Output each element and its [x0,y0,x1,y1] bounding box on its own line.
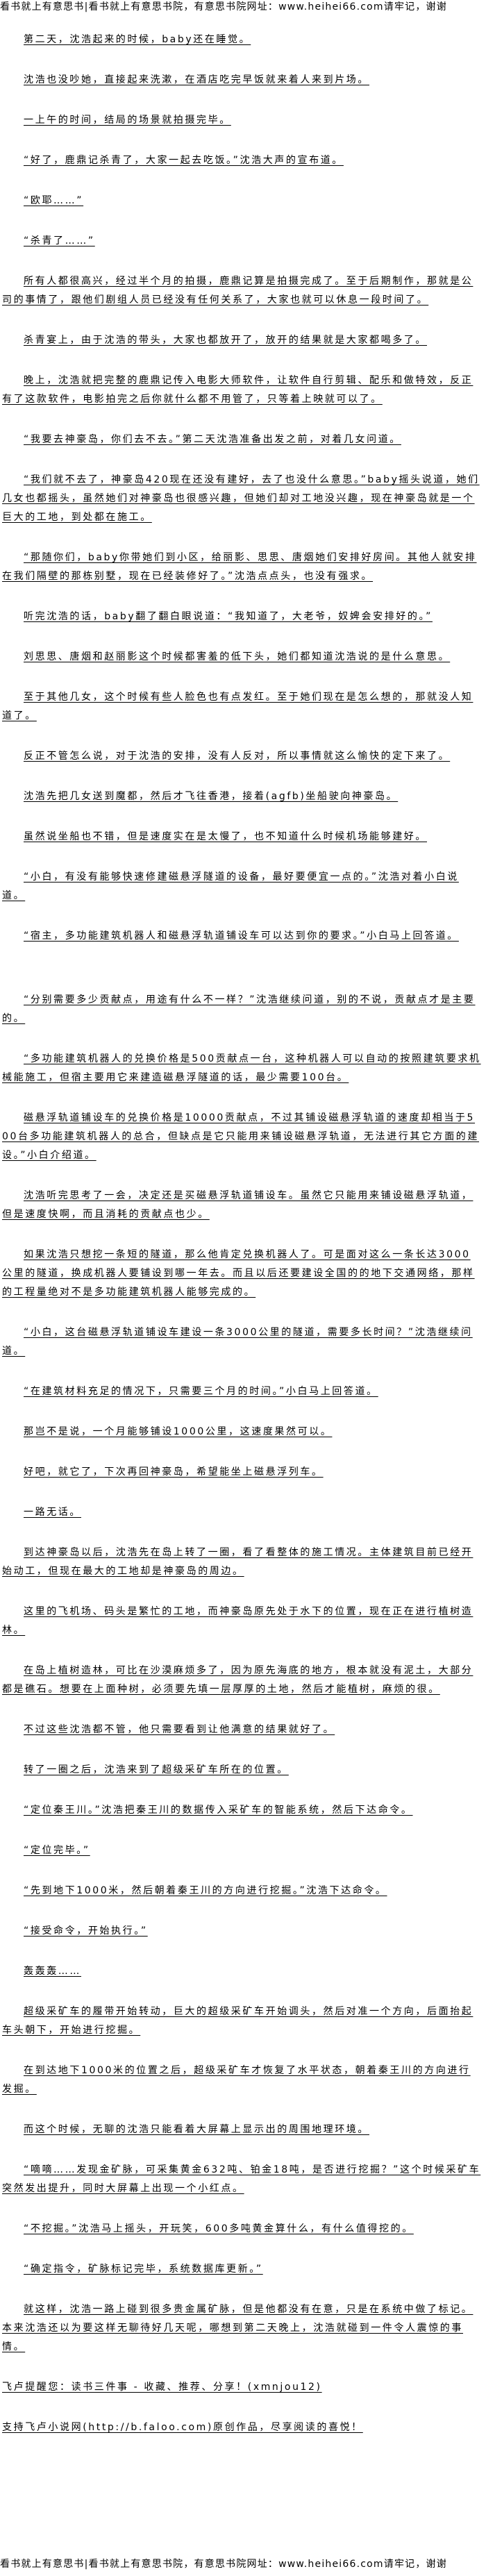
chapter-paragraph: “杀青了……” [24,235,95,246]
chapter-paragraph: “在建筑材料充足的情况下，只需要三个月的时间。”小白马上回答道。 [24,1386,378,1397]
chapter-paragraph: “我们就不去了，神豪岛420现在还没有建好，去了也没什么意思。”baby摇头说道… [2,474,480,523]
chapter-paragraph: 这里的飞机场、码头是繁忙的工地，而神豪岛原先处于水下的位置，现在正在进行植树造林… [2,1606,474,1636]
chapter-paragraph: “接受命令，开始执行。” [24,1925,148,1937]
chapter-paragraph: “分别需要多少贡献点，用途有什么不一样？”沈浩继续问道，别的不说，贡献点才是主要… [2,994,476,1024]
chapter-paragraph: “多功能建筑机器人的兑换价格是500贡献点一台，这种机器人可以自动的按照建筑要求… [2,1053,481,1083]
chapter-paragraph: 磁悬浮轨道铺设车的兑换价格是10000贡献点，不过其铺设磁悬浮轨道的速度却相当于… [2,1112,480,1161]
chapter-paragraph: “先到地下1000米，然后朝着秦王川的方向进行挖掘。”沈浩下达命令。 [24,1885,387,1896]
chapter-paragraph: 反正不管怎么说，对于沈浩的安排，没有人反对，所以事情就这么愉快的定下来了。 [24,751,451,762]
chapter-paragraph: 如果沈浩只想挖一条短的隧道，那么他肯定兑换机器人了。可是面对这么一条长达3000… [2,1249,475,1298]
chapter-paragraph: 沈浩也没吵她，直接起来洗漱，在酒店吃完早饭就来着人来到片场。 [24,74,369,85]
chapter-paragraph: “定位完毕。” [24,1845,90,1856]
chapter-paragraph: 到达神豪岛以后，沈浩先在岛上转了一圈，看了看整体的施工情况。主体建筑目前已经开始… [2,1547,474,1577]
chapter-paragraph: 轰轰轰…… [24,1966,81,1977]
chapter-paragraph: 沈浩先把几女送到魔都，然后才飞往香港，接着(agfb)坐船驶向神豪岛。 [24,791,399,802]
chapter-paragraph: “小白，这台磁悬浮轨道铺设车建设一条3000公里的隧道，需要多长时间？”沈浩继续… [2,1327,473,1357]
chapter-paragraph: 至于其他几女，这个时候有些人脸色也有点发红。至于她们现在是怎么想的，那就没人知道… [2,692,474,721]
chapter-paragraph: “定位秦王川。”沈浩把秦王川的数据传入采矿车的智能系统，然后下达命令。 [24,1805,413,1816]
chapter-paragraph: 虽然说坐船也不错，但是速度实在是太慢了，也不知道什么时候机场能够建好。 [24,831,427,842]
chapter-paragraph: 沈浩听完思考了一会，决定还是买磁悬浮轨道铺设车。虽然它只能用来铺设磁悬浮轨道，但… [2,1190,474,1220]
chapter-paragraph: 一上午的时间，结局的场景就拍摄完毕。 [24,115,231,126]
support-link[interactable]: 支持飞卢小说网(http://b.faloo.com)原创作品，尽享阅读的喜悦！ [2,2422,363,2433]
chapter-paragraph: 第二天，沈浩起来的时候，baby还在睡觉。 [24,34,251,45]
chapter-paragraph: 那岂不是说，一个月能够铺设1000公里，这速度果然可以。 [24,1426,333,1437]
chapter-paragraph: 好吧，就它了，下次再回神豪岛，希望能坐上磁悬浮列车。 [24,1466,324,1478]
chapter-paragraph: “好了，鹿鼎记杀青了，大家一起去吃饭。”沈浩大声的宣布道。 [24,155,344,166]
chapter-paragraph: 听完沈浩的话，baby翻了翻白眼说道：“我知道了，大老爷，奴婢会安排好的。” [24,611,433,622]
chapter-paragraph: “宿主，多功能建筑机器人和磁悬浮轨道铺设车可以达到你的要求。”小白马上回答道。 [24,930,459,942]
site-banner-top: 看书就上有意思书|看书就上有意思书院，有意思书院网址：www.heihei66.… [0,1,447,12]
reading-reminder: 飞卢提醒您：读书三件事 - 收藏、推荐、分享！(xmnjou12) [2,2382,322,2393]
chapter-paragraph: 就这样，沈浩一路上碰到很多贵金属矿脉，但是他都没有在意，只是在系统中做了标记。本… [2,2304,474,2352]
chapter-paragraph: “我要去神豪岛，你们去不去。”第二天沈浩准备出发之前，对着几女问道。 [24,434,401,445]
chapter-paragraph: “确定指令，矿脉标记完毕，系统数据库更新。” [24,2264,263,2275]
chapter-paragraph: 杀青宴上，由于沈浩的带头，大家也都放开了，放开的结果就是大家都喝多了。 [24,335,427,346]
chapter-paragraph: 一路无话。 [24,1507,81,1518]
chapter-paragraph: 在到达地下1000米的位置之后，超级采矿车才恢复了水平状态，朝着秦王川的方向进行… [2,2065,471,2095]
site-banner-bottom: 看书就上有意思书|看书就上有意思书院，有意思书院网址：www.heihei66.… [0,2559,447,2570]
chapter-paragraph: 刘思思、唐烟和赵丽影这个时候都害羞的低下头，她们都知道沈浩说的是什么意思。 [24,651,451,662]
chapter-paragraph: “嘀嘀……发现金矿脉，可采集黄金632吨、铂金18吨，是否进行挖掘？”这个时候采… [2,2164,481,2194]
chapter-paragraph: 超级采矿车的履带开始转动，巨大的超级采矿车开始调头，然后对准一个方向，后面抬起车… [2,2006,474,2036]
chapter-paragraph: “不挖掘。”沈浩马上摇头，开玩笑，600多吨黄金算什么，有什么值得挖的。 [24,2223,414,2234]
chapter-paragraph: 晚上，沈浩就把完整的鹿鼎记传入电影大师软件，让软件自行剪辑、配乐和做特效，反正有… [2,375,474,405]
chapter-paragraph: 不过这些沈浩都不管，他只需要看到让他满意的结果就好了。 [24,1724,335,1735]
chapter-paragraph: “小白，有没有能够快速修建磁悬浮隧道的设备，最好要便宜一点的。”沈浩对着小白说道… [2,871,459,901]
chapter-paragraph: 转了一圈之后，沈浩来到了超级采矿车所在的位置。 [24,1764,289,1775]
chapter-paragraph: 而这个时候，无聊的沈浩只能看着大屏幕上显示出的周围地理环境。 [24,2124,369,2135]
chapter-paragraph: 在岛上植树造林，可比在沙漠麻烦多了，因为原先海底的地方，根本就没有泥土，大部分都… [2,1665,474,1695]
chapter-paragraph: “那随你们，baby你带她们到小区，给丽影、思思、唐烟她们安排好房间。其他人就安… [2,552,477,582]
chapter-paragraph: “欧耶……” [24,195,84,206]
chapter-content: 第二天，沈浩起来的时候，baby还在睡觉。沈浩也没吵她，直接起来洗漱，在酒店吃完… [0,31,481,2459]
chapter-paragraph: 所有人都很高兴，经过半个月的拍摄，鹿鼎记算是拍摄完成了。至于后期制作，那就是公司… [2,276,474,306]
